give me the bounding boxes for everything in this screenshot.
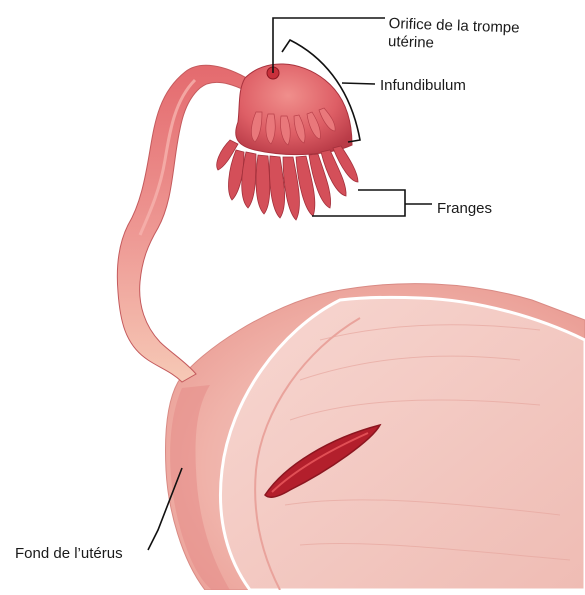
label-infundibulum: Infundibulum (380, 77, 466, 95)
label-uterine-fundus: Fond de l’utérus (15, 545, 123, 563)
infundibulum-leader (342, 83, 375, 84)
label-tube-orifice: Orifice de la trompe utérine (388, 15, 520, 56)
label-fimbriae: Franges (437, 200, 492, 218)
